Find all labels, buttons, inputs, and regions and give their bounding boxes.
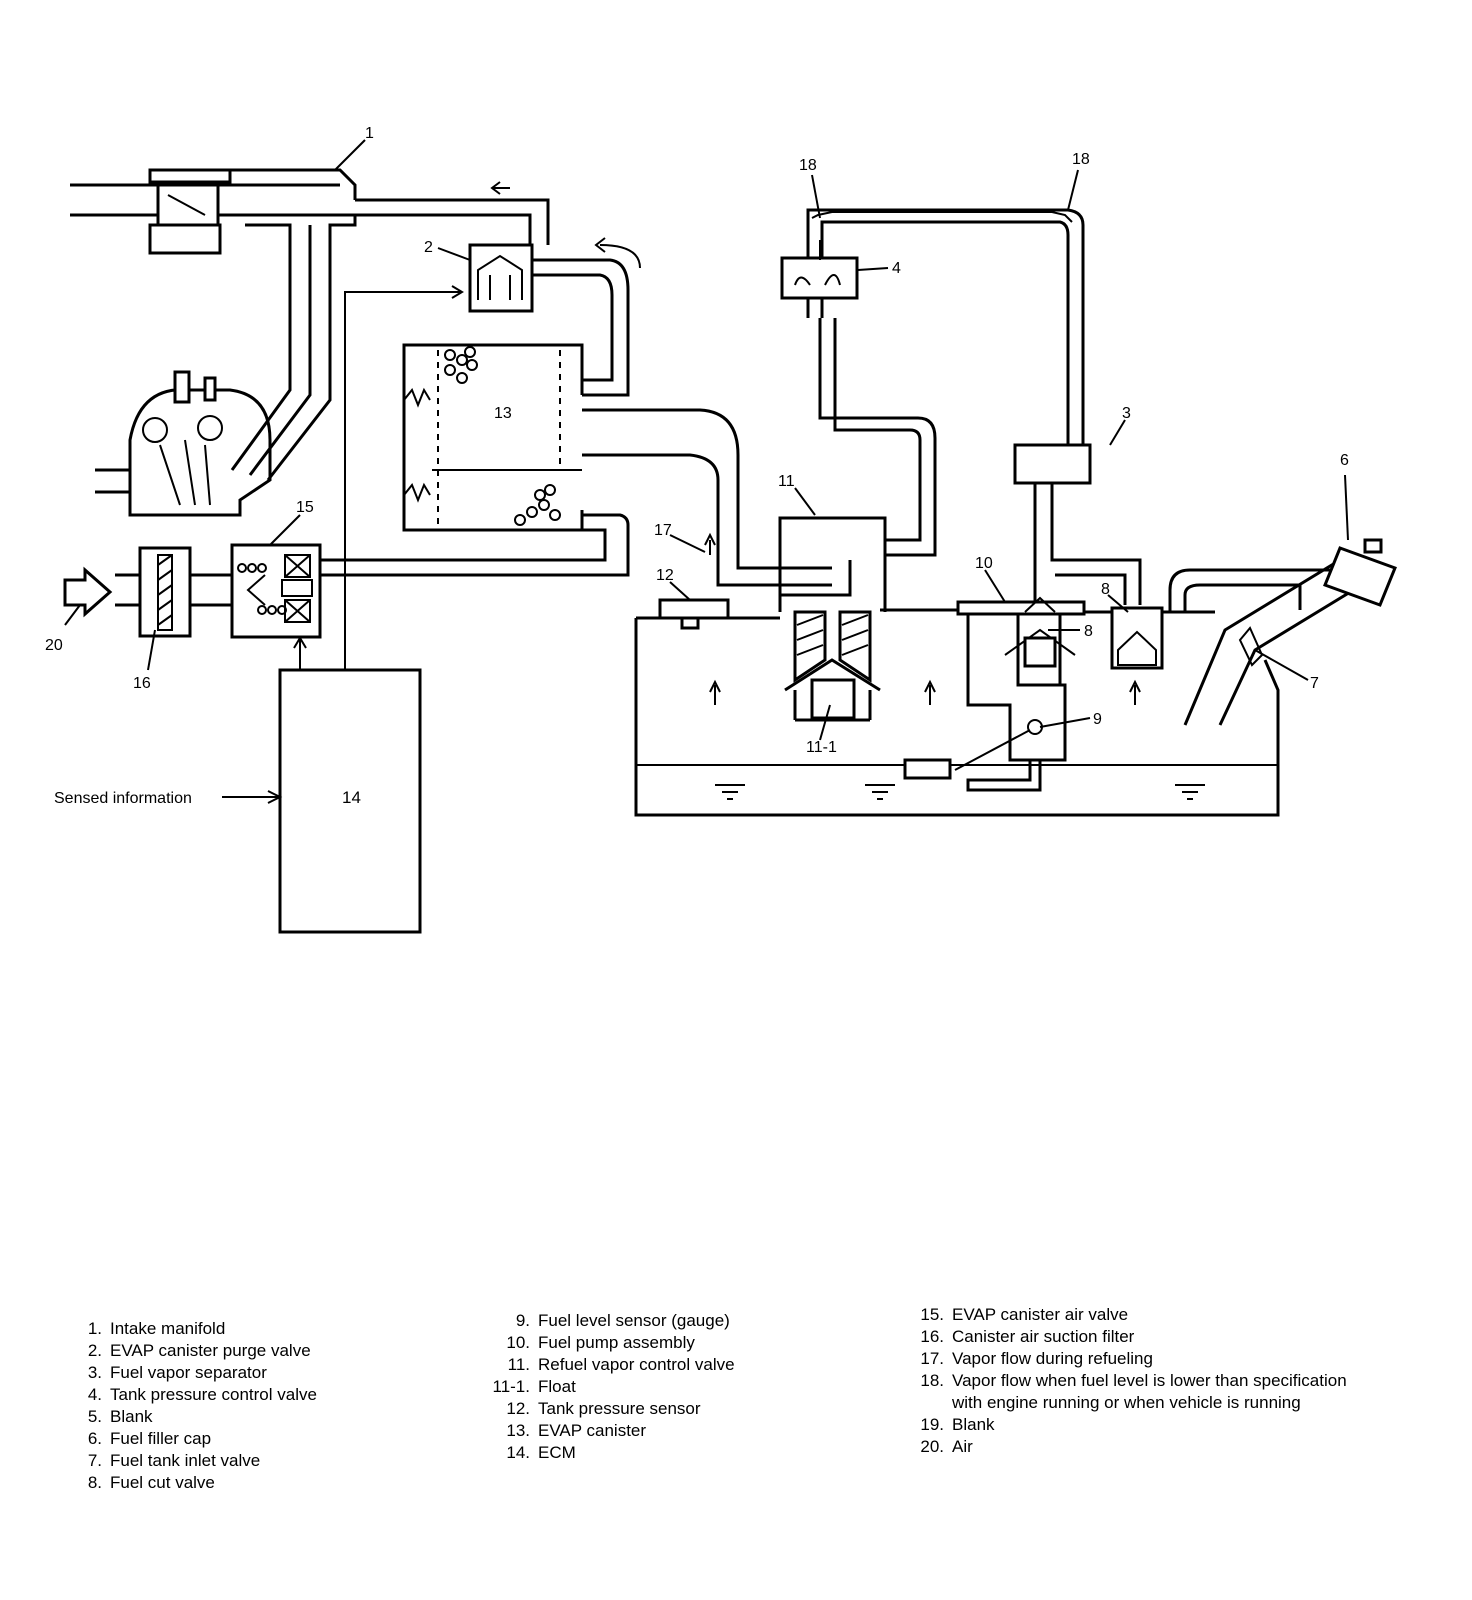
- legend-column-2: 9.Fuel level sensor (gauge) 10.Fuel pump…: [490, 1310, 735, 1464]
- callout-numbers: 1 2 3 4 6 7 8 8 9 10 11 11-1 12 13 14 15…: [45, 125, 1349, 807]
- callout-12: 12: [656, 567, 674, 584]
- callout-1: 1: [365, 125, 374, 142]
- callout-6: 6: [1340, 452, 1349, 469]
- legend-item: 3.Fuel vapor separator: [87, 1363, 267, 1382]
- sensed-information-label: Sensed information: [54, 790, 192, 807]
- tank-pressure-control-valve: [780, 208, 1085, 445]
- leader-lines: [64, 139, 1349, 741]
- fuel-filler-cap: [1323, 546, 1397, 607]
- legend-item: 18.Vapor flow when fuel level is lower t…: [920, 1371, 1347, 1412]
- legend-item: 17.Vapor flow during refueling: [920, 1349, 1153, 1368]
- legend-item: 15.EVAP canister air valve: [920, 1305, 1129, 1324]
- legend-item: 6.Fuel filler cap: [87, 1429, 212, 1448]
- legend-column-1: 1.Intake manifold 2.EVAP canister purge …: [80, 1318, 317, 1494]
- ecm-purge-signal-line: [344, 291, 460, 670]
- float: [810, 678, 856, 720]
- legend-item: 5.Blank: [87, 1407, 153, 1426]
- air-inlet: [63, 543, 322, 670]
- callout-2: 2: [424, 239, 433, 256]
- legend-item: 14.ECM: [506, 1443, 576, 1462]
- canister-air-suction-filter: [138, 546, 192, 638]
- callout-11-1: 11-1: [806, 739, 837, 756]
- legend-item: 1.Intake manifold: [87, 1319, 226, 1338]
- fuel-cut-valve: [1110, 606, 1164, 670]
- callout-14: 14: [342, 788, 361, 807]
- callout-10: 10: [975, 555, 993, 572]
- callout-18b: 18: [1072, 151, 1090, 168]
- callout-4: 4: [892, 260, 901, 277]
- callout-20: 20: [45, 637, 63, 654]
- fuel-vapor-separator: [1013, 443, 1092, 485]
- engine-head: [95, 370, 272, 517]
- purge-line: [340, 181, 641, 397]
- callout-17: 17: [654, 522, 672, 539]
- callout-18a: 18: [799, 157, 817, 174]
- legend-item: 4.Tank pressure control valve: [87, 1385, 317, 1404]
- legend-item: 20.Air: [920, 1437, 973, 1456]
- callout-8a: 8: [1101, 581, 1110, 598]
- evap-system-diagram: Sensed information: [45, 125, 1397, 934]
- legend-item: 8.Fuel cut valve: [87, 1473, 215, 1492]
- callout-16: 16: [133, 675, 151, 692]
- filler-neck: [1168, 538, 1397, 726]
- refuel-vapor-control-valve: [704, 318, 937, 722]
- fuel-tank: [634, 608, 1280, 817]
- legend-item: 11.Refuel vapor control valve: [507, 1355, 735, 1374]
- ecm-box: [278, 668, 422, 934]
- tank-pressure-sensor: [658, 598, 730, 620]
- legend-item: 2.EVAP canister purge valve: [87, 1341, 311, 1360]
- legend-item: 16.Canister air suction filter: [920, 1327, 1135, 1346]
- legend-column-3: 15.EVAP canister air valve 16.Canister a…: [918, 1304, 1347, 1458]
- callout-7: 7: [1310, 675, 1319, 692]
- callout-15: 15: [296, 499, 314, 516]
- callout-13: 13: [494, 405, 512, 422]
- legend-item: 9.Fuel level sensor (gauge): [515, 1311, 730, 1330]
- legend-item: 7.Fuel tank inlet valve: [87, 1451, 261, 1470]
- legend-item: 13.EVAP canister: [506, 1421, 647, 1440]
- intake-manifold: [70, 168, 357, 481]
- legend-item: 11-1.Float: [492, 1377, 576, 1396]
- evap-canister: [320, 343, 832, 587]
- callout-8b: 8: [1084, 623, 1093, 640]
- legend-item: 19.Blank: [920, 1415, 995, 1434]
- callout-11: 11: [778, 473, 795, 490]
- callout-9: 9: [1093, 711, 1102, 728]
- legend-item: 10.Fuel pump assembly: [506, 1333, 695, 1352]
- air-arrow: [63, 566, 113, 618]
- fuel-pump-assembly: [903, 596, 1086, 792]
- callout-3: 3: [1122, 405, 1131, 422]
- legend-item: 12.Tank pressure sensor: [506, 1399, 701, 1418]
